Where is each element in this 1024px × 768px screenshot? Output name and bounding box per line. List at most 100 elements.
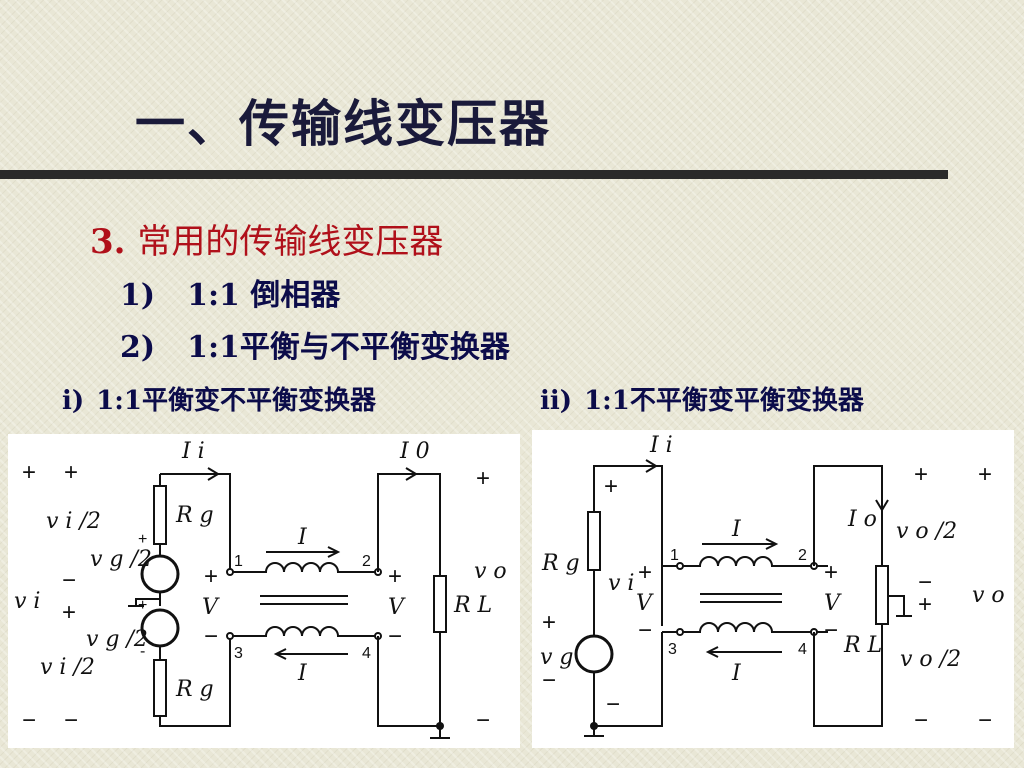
arrow-line-current-bottom xyxy=(273,648,348,660)
list-item-inverter: 1)1:1 倒相器 xyxy=(120,270,340,314)
label-vo-half-top: v o /2 xyxy=(896,519,957,544)
coil-bottom xyxy=(233,626,375,637)
label-terminal-3: 3 xyxy=(668,641,677,658)
sign-plus-top-right-2: + xyxy=(978,461,992,488)
wire-output-loop-top xyxy=(813,465,883,566)
wiper-ground xyxy=(888,595,912,617)
label-current-out: I o xyxy=(847,507,877,532)
label-load: R L xyxy=(843,633,882,658)
sign-plus-top-left-2: + xyxy=(64,459,78,486)
resistor-rg-bottom xyxy=(153,659,167,717)
label-terminal-1: 1 xyxy=(234,553,243,570)
circuit-left-svg: + + + − − − − + + − + − + + - I i I 0 v … xyxy=(14,439,507,739)
arrow-output-current xyxy=(875,486,889,512)
label-current-out: I 0 xyxy=(399,439,430,464)
sign-plus-term-2: + xyxy=(388,563,402,590)
sign-plus-top-right: + xyxy=(914,461,928,488)
sign-minus-term-3: − xyxy=(204,623,218,650)
sign-plus-term-2: + xyxy=(824,559,838,586)
caption-marker: ii) xyxy=(540,386,573,416)
arrow-line-current-top xyxy=(266,546,341,558)
list-marker: 1) xyxy=(120,278,156,313)
coil-top xyxy=(683,556,811,567)
sign-plus-mid-left: + xyxy=(62,599,76,626)
wire-input-bottom xyxy=(593,632,663,727)
label-vi-half-top: v i /2 xyxy=(46,509,101,534)
slide-title: 一、传输线变压器 xyxy=(135,94,551,153)
label-rg: R g xyxy=(541,551,580,576)
coil-bottom xyxy=(683,622,811,633)
terminal-3 xyxy=(226,632,234,640)
sign-plus-mid-right: + xyxy=(918,591,932,618)
label-terminal-4: 4 xyxy=(798,641,807,658)
list-item-balun: 2) 1:1平衡与不平衡变换器 xyxy=(120,322,510,366)
ground-symbol xyxy=(584,726,604,737)
ground-symbol xyxy=(430,726,450,739)
label-vg-half-bottom: v g /2 xyxy=(86,627,148,652)
source-vg-bottom xyxy=(140,608,180,648)
label-line-current-top: I xyxy=(731,517,742,542)
sign-plus-vg-top: + xyxy=(138,531,147,548)
label-vi: v i xyxy=(608,571,634,596)
sign-plus-term-1: + xyxy=(638,559,652,586)
arrow-output-current xyxy=(386,467,418,481)
circuit-right-svg: + + − − + − + − + + − − − + I i I o R g … xyxy=(540,433,1005,737)
sign-minus-vg-bottom: - xyxy=(140,643,145,660)
label-voltage-in: V xyxy=(202,595,220,620)
label-vi: v i xyxy=(14,589,40,614)
label-voltage-in: V xyxy=(636,591,654,616)
label-load: R L xyxy=(453,593,492,618)
title-divider xyxy=(0,170,948,179)
wire-output-bottom xyxy=(377,632,441,727)
arrow-input-current xyxy=(626,459,658,473)
label-terminal-3: 3 xyxy=(234,645,243,662)
sign-minus-mid-right: − xyxy=(918,569,932,596)
terminal-3 xyxy=(676,628,684,636)
source-vg xyxy=(574,634,614,674)
sign-minus-bottom-right-2: − xyxy=(978,707,992,734)
label-current-in: I i xyxy=(181,439,205,464)
sign-plus-top: + xyxy=(604,473,618,500)
sign-minus-term-4: − xyxy=(388,623,402,650)
sign-minus-mid-left: − xyxy=(62,567,76,594)
sign-minus-term-4: − xyxy=(824,617,838,644)
circuit-balanced-to-unbalanced: + + + − − − − + + − + − + + - I i I 0 v … xyxy=(8,434,520,748)
sign-plus-vg: + xyxy=(542,609,556,636)
sign-minus-bottom-left: − xyxy=(22,707,36,734)
arrow-input-current xyxy=(188,467,220,481)
label-line-current-bottom: I xyxy=(297,661,308,686)
label-terminal-2: 2 xyxy=(798,547,807,564)
list-marker: 2) xyxy=(120,330,156,365)
section-name: 常用的传输线变压器 xyxy=(137,222,444,262)
label-line-current-bottom: I xyxy=(731,661,742,686)
label-line-current-top: I xyxy=(297,525,308,550)
caption-text: 1:1不平衡变平衡变换器 xyxy=(584,386,864,416)
sign-minus-vg: − xyxy=(542,667,556,694)
diagram-caption-right: ii) 1:1不平衡变平衡变换器 xyxy=(540,380,864,417)
sign-minus-bottom: − xyxy=(606,691,620,718)
label-vi-half-bottom: v i /2 xyxy=(40,655,95,680)
label-current-in: I i xyxy=(649,433,673,458)
section-number: 3. xyxy=(90,222,126,262)
sign-plus-vg-bottom: + xyxy=(138,597,147,614)
resistor-load xyxy=(433,575,447,633)
circuit-unbalanced-to-balanced: + + − − + − + − + + − − − + I i I o R g … xyxy=(532,430,1014,748)
label-rg-bottom: R g xyxy=(175,677,214,702)
label-voltage-out: V xyxy=(388,595,406,620)
sign-minus-bottom-right: − xyxy=(476,707,490,734)
sign-plus-term-1: + xyxy=(204,563,218,590)
label-vo: v o xyxy=(474,559,507,584)
wire-output-top xyxy=(377,473,441,576)
label-vo-half-bottom: v o /2 xyxy=(900,647,961,672)
sign-minus-bottom-left-2: − xyxy=(64,707,78,734)
sign-plus-top-left: + xyxy=(22,459,36,486)
label-vo: v o xyxy=(972,583,1005,608)
wire-output-loop-bottom xyxy=(813,624,883,727)
sign-minus-bottom-right: − xyxy=(914,707,928,734)
list-text: 1:1平衡与不平衡变换器 xyxy=(187,330,510,365)
sign-plus-top-right: + xyxy=(476,465,490,492)
label-terminal-2: 2 xyxy=(362,553,371,570)
caption-marker: i) xyxy=(62,386,85,416)
label-rg-top: R g xyxy=(175,503,214,528)
terminal-1 xyxy=(226,568,234,576)
